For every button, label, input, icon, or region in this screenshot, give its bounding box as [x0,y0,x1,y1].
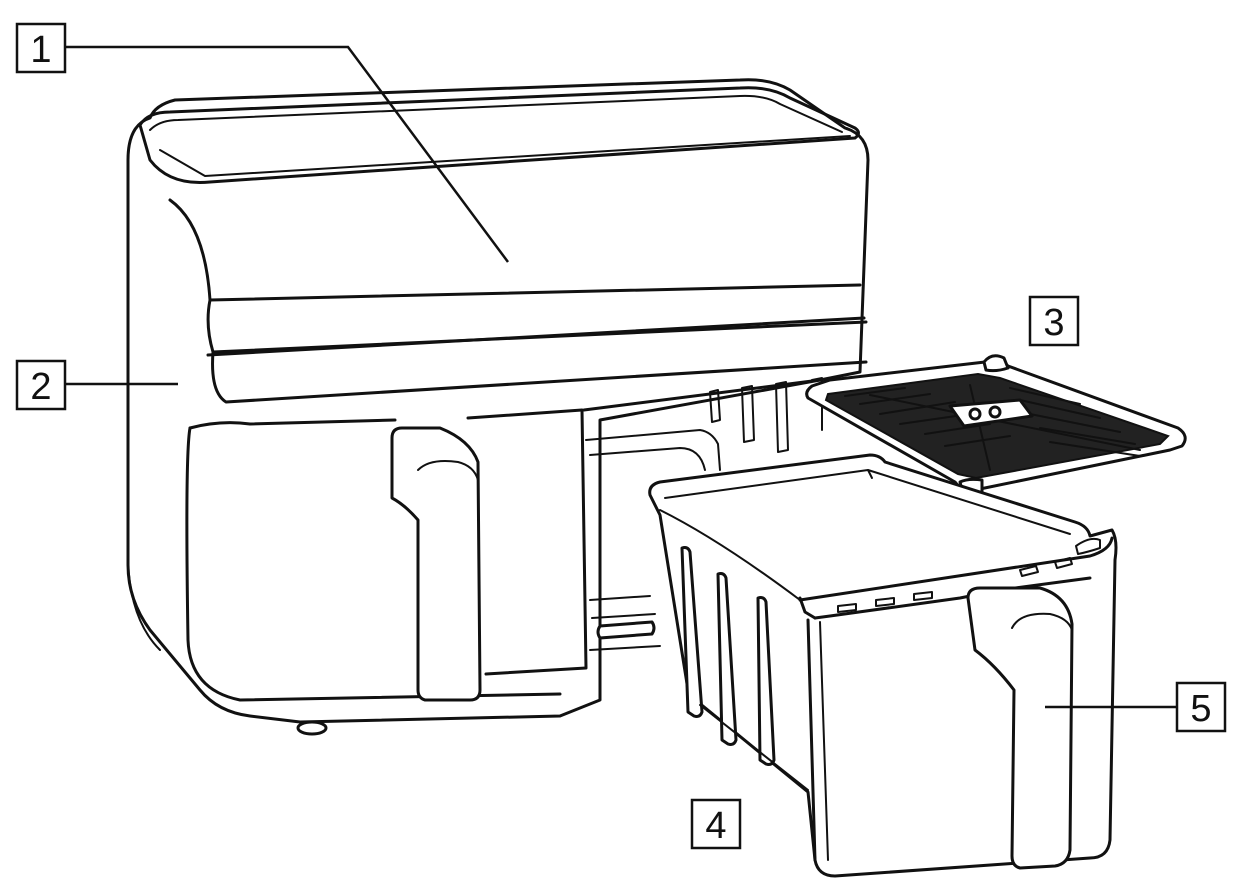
leader-lines [66,45,1177,709]
callout-label-2: 2 [30,366,51,408]
crisper-plate [805,354,1187,495]
callout-box-3 [1028,295,1080,347]
foot [296,720,328,736]
callout-box-4 [690,798,742,850]
callout-label-4: 4 [705,805,726,847]
basket-handle-outline [966,586,1074,870]
lid-top [138,86,860,185]
callout-label-3: 3 [1043,302,1064,344]
callout-1: 1 [15,22,67,74]
left-drawer-handle [390,426,482,702]
callout-label-1: 1 [30,29,51,71]
callout-box-2 [15,359,67,411]
main-unit [126,78,870,736]
callout-3: 3 [1028,295,1080,347]
callout-4: 4 [690,798,742,850]
callout-box-5 [1175,681,1227,733]
callout-box-1 [15,22,67,74]
callout-5: 5 [1175,681,1227,733]
leader-1 [66,45,510,263]
drawer-basket [648,453,1118,878]
basket-handle [966,586,1074,870]
callout-2: 2 [15,359,67,411]
basket-body [648,453,1118,878]
callout-label-5: 5 [1190,688,1211,730]
